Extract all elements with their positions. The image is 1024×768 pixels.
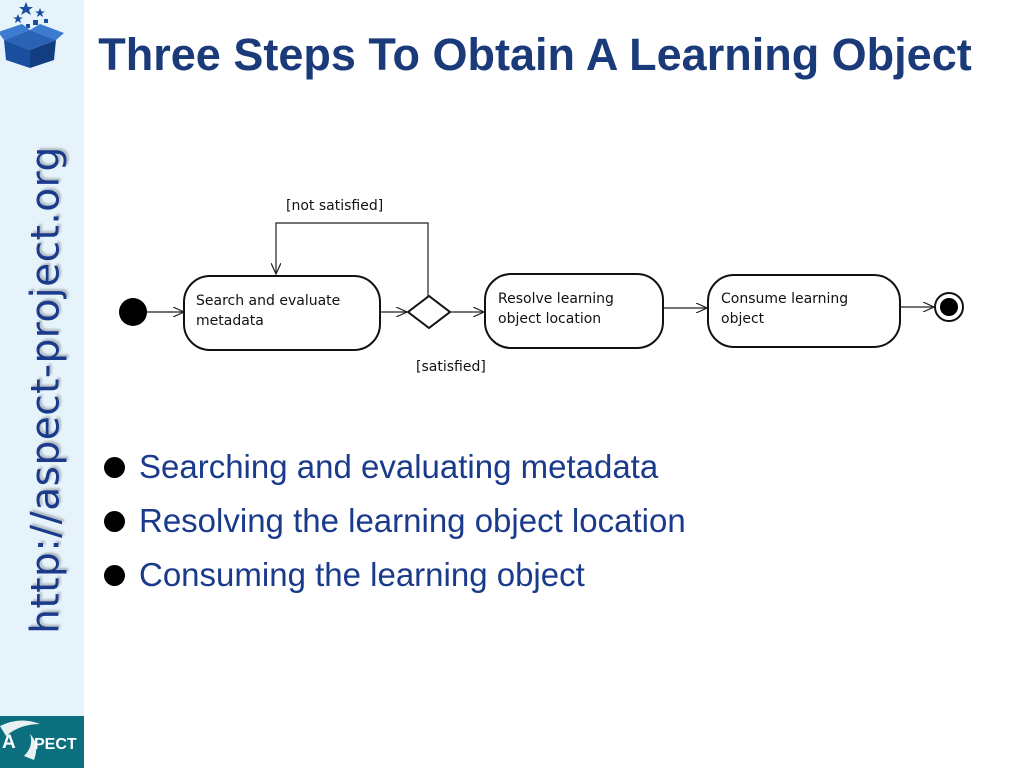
bullet-text: Consuming the learning object — [139, 556, 585, 593]
activity-consume-object — [707, 274, 901, 348]
sidebar-url-text: http://aspect-project.org — [23, 146, 69, 634]
activity-resolve-label-line1: Resolve learning — [498, 291, 614, 307]
aspect-logo-swoosh-icon — [0, 720, 40, 760]
activity-resolve-label-line2: object location — [498, 311, 601, 327]
guard-not-satisfied: [not satisfied] — [286, 198, 383, 214]
activity-search-label-line1: Search and evaluate — [196, 293, 340, 309]
bullet-item: Searching and evaluating metadata — [104, 440, 686, 494]
bullet-dot-icon — [104, 510, 125, 532]
activity-diagram: Search and evaluate metadata [not satisf… — [119, 198, 964, 375]
page-title: Three Steps To Obtain A Learning Object — [98, 29, 972, 80]
decision-node — [406, 294, 452, 330]
activity-consume-label-line1: Consume learning — [721, 291, 848, 307]
edge-not-satisfied-loop — [276, 222, 429, 296]
activity-consume-label-line2: object — [721, 311, 765, 327]
bullet-item: Consuming the learning object — [104, 548, 686, 602]
logo-text: PECT — [34, 736, 77, 753]
aspect-box-logo-icon — [0, 2, 64, 68]
activity-resolve-location — [484, 273, 664, 349]
aspect-logo: A PECT — [0, 716, 84, 768]
bullet-text: Searching and evaluating metadata — [139, 448, 659, 485]
sidebar: http://aspect-project.org A PECT — [0, 0, 84, 768]
final-node-core — [940, 298, 958, 316]
bullet-list: Searching and evaluating metadata Resolv… — [104, 440, 686, 602]
bullet-item: Resolving the learning object location — [104, 494, 686, 548]
guard-satisfied: [satisfied] — [416, 359, 486, 375]
initial-node — [119, 298, 147, 326]
bullet-dot-icon — [104, 564, 125, 586]
activity-search-evaluate — [183, 275, 381, 351]
logo-letter-a: A — [2, 732, 16, 753]
bullet-text: Resolving the learning object location — [139, 502, 686, 539]
activity-search-label-line2: metadata — [196, 313, 264, 329]
bullet-dot-icon — [104, 456, 125, 478]
